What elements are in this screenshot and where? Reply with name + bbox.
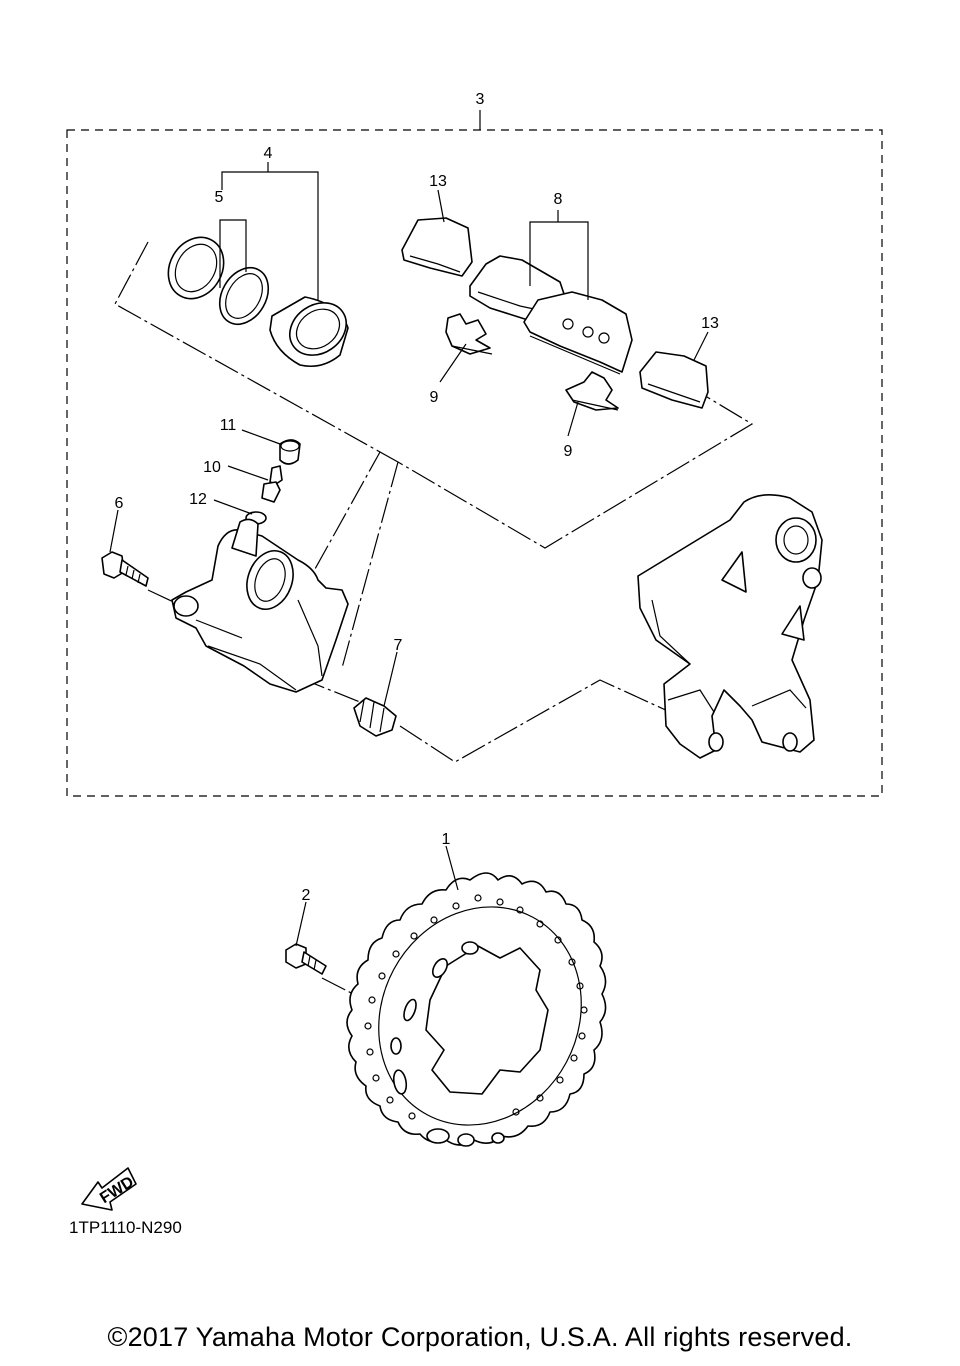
- bleed-screw-cap: [279, 439, 301, 465]
- piston-seal: [167, 236, 270, 326]
- callout-11: 11: [220, 417, 237, 434]
- callout-numbers: 3 4 5 13 8 13 9 9 11 10 12 6 7 1 2: [115, 91, 719, 904]
- callout-6: 6: [115, 495, 124, 512]
- callout-8: 8: [554, 191, 563, 208]
- caliper-piston: [269, 296, 349, 368]
- callout-9a: 9: [430, 389, 439, 406]
- callout-4: 4: [264, 145, 273, 162]
- brake-pad-kit: [469, 255, 633, 375]
- pad-shim: [401, 217, 473, 277]
- brake-caliper: [171, 518, 349, 693]
- bleed-screw: [261, 465, 283, 503]
- callout-10: 10: [203, 459, 221, 476]
- callout-9b: 9: [564, 443, 573, 460]
- diagram-code: 1TP1110-N290: [69, 1218, 182, 1237]
- callout-1: 1: [442, 831, 451, 848]
- leader-lines: [109, 110, 709, 947]
- caliper-bolt: [101, 551, 149, 587]
- disc-vent-holes: [364, 894, 588, 1120]
- callout-13b: 13: [701, 315, 719, 332]
- callout-7: 7: [394, 637, 403, 654]
- pad-spring: [565, 371, 619, 411]
- caliper-assembly-frame: [66, 129, 883, 797]
- callout-5: 5: [215, 189, 224, 206]
- pad-spring: [445, 313, 493, 355]
- callout-12: 12: [189, 491, 207, 508]
- pad-shim: [639, 351, 709, 409]
- copyright-notice: ©2017 Yamaha Motor Corporation, U.S.A. A…: [107, 1322, 853, 1352]
- caliper-bracket: [637, 494, 823, 759]
- pin-boot: [353, 697, 397, 737]
- callout-13a: 13: [429, 173, 447, 190]
- brake-disc: [346, 872, 607, 1147]
- callout-3: 3: [476, 91, 485, 108]
- fwd-arrow-icon: FWD: [81, 1167, 137, 1211]
- disc-bolt: [285, 943, 327, 975]
- callout-2: 2: [302, 887, 311, 904]
